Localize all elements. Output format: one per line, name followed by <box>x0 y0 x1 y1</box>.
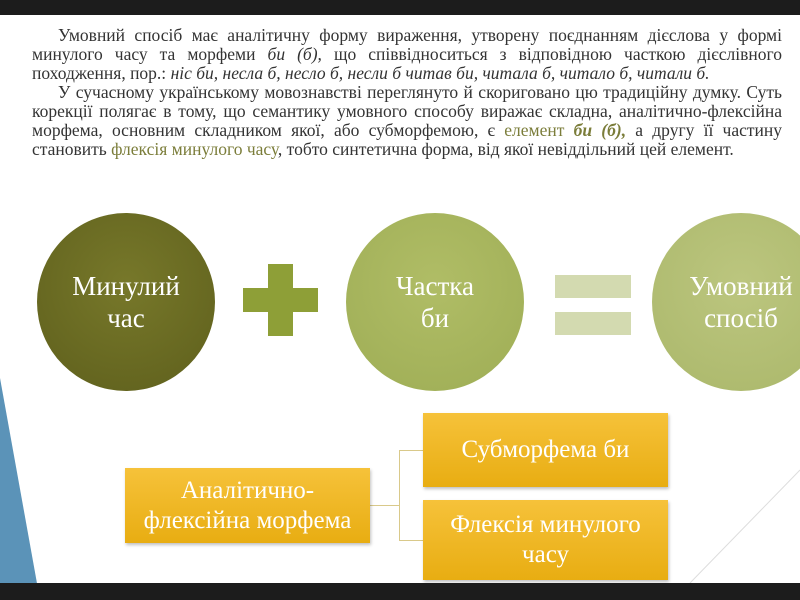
box-submorpheme: Субморфема би <box>423 413 668 487</box>
circle-past-tense: Минулий час <box>37 213 215 391</box>
box-inflection: Флексія минулого часу <box>423 500 668 580</box>
connector <box>399 450 423 451</box>
box-label: Субморфема би <box>461 436 630 463</box>
highlight-italic: би (б), <box>573 120 627 140</box>
highlight-text: флексія минулого часу <box>111 139 278 159</box>
connector <box>370 505 400 506</box>
connector <box>399 540 423 541</box>
circle-conditional-mood: Умовний спосіб <box>652 213 800 391</box>
equals-icon-bottom <box>555 312 631 335</box>
text: а другу її частину становить <box>32 120 783 159</box>
box-label: Аналітично-флексійна морфема <box>143 476 352 534</box>
box-label: Флексія минулого часу <box>450 511 641 568</box>
plus-icon-vertical <box>268 264 293 336</box>
equals-icon-top <box>555 275 631 298</box>
paragraph-1: Умовний спосіб має аналітичну форму вира… <box>32 26 782 83</box>
italic-examples: ніс би, несла б, несло б, несли б читав … <box>170 63 710 83</box>
paragraph-2: У сучасному українському мовознавстві пе… <box>32 83 782 159</box>
circle-label: Умовний спосіб <box>689 271 793 333</box>
circle-particle: Частка би <box>346 213 524 391</box>
text: , тобто синтетична форма, від якої невід… <box>277 139 734 159</box>
highlight-text: елемент <box>504 120 574 140</box>
text: що співвідноситься з відповідною часткою… <box>32 44 782 83</box>
italic-text: би (б), <box>267 44 322 64</box>
blue-triangle <box>0 378 40 600</box>
connector <box>399 450 400 541</box>
decor-line <box>689 469 800 584</box>
top-bar <box>0 0 800 15</box>
box-root-morpheme: Аналітично-флексійна морфема <box>125 468 370 543</box>
circle-label: Минулий час <box>72 271 180 333</box>
text: У сучасному українському мовознавстві пе… <box>32 82 782 140</box>
slide-text: Умовний спосіб має аналітичну форму вира… <box>32 26 782 159</box>
circle-label: Частка би <box>395 271 474 333</box>
text: Умовний спосіб має аналітичну форму вира… <box>32 25 782 64</box>
bottom-bar <box>0 583 800 600</box>
